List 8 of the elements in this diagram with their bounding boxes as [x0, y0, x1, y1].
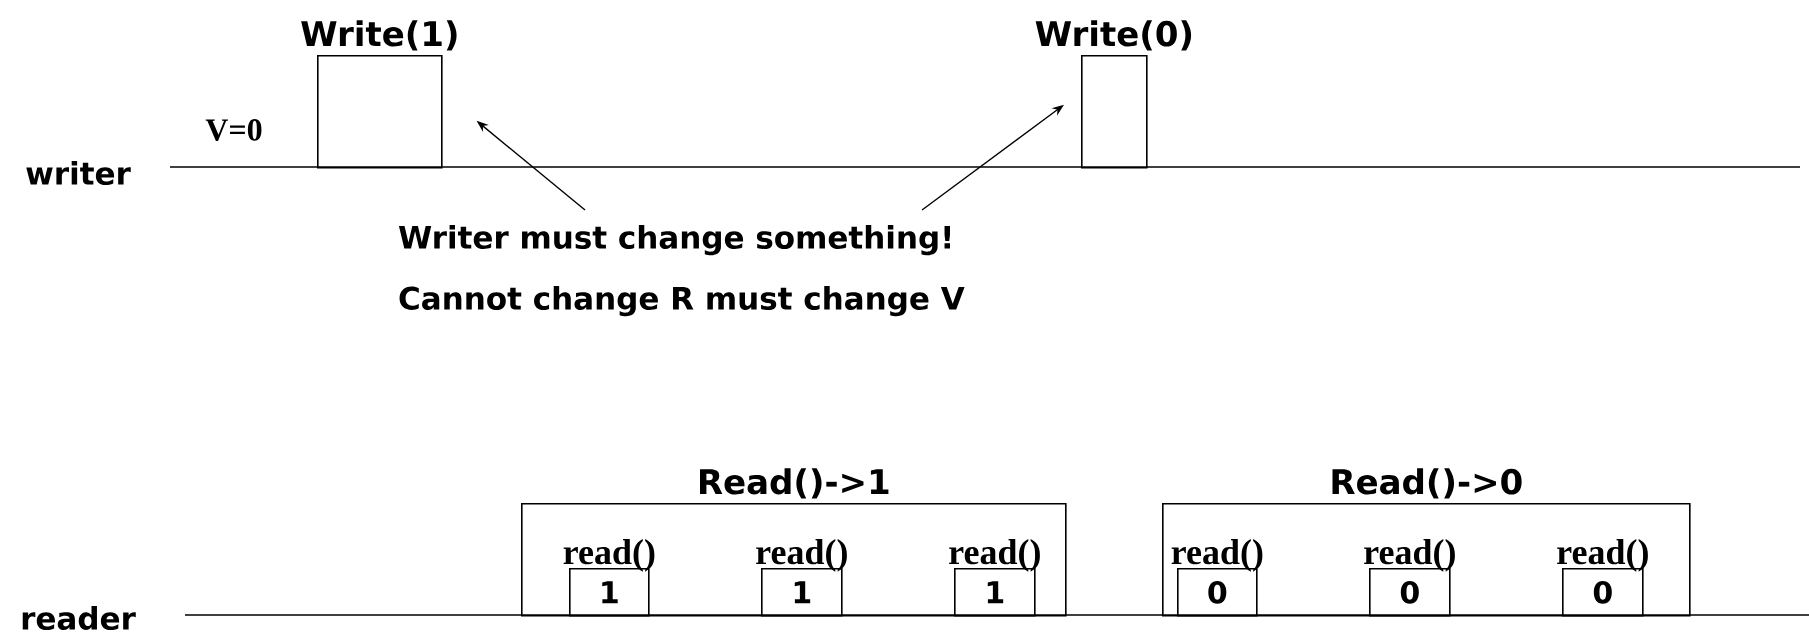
value-label: V=0: [205, 119, 262, 141]
note-text: Writer must change something! Cannot change R must change V: [398, 225, 965, 317]
heading-text: Read()->1: [700, 468, 889, 499]
heading-text: Read()->0: [1332, 468, 1522, 499]
timeline-label: writer: [26, 161, 131, 185]
heading-text: Write(0): [1035, 20, 1192, 51]
timeline-label: reader: [22, 606, 136, 630]
heading-text: Write(1): [301, 20, 457, 51]
